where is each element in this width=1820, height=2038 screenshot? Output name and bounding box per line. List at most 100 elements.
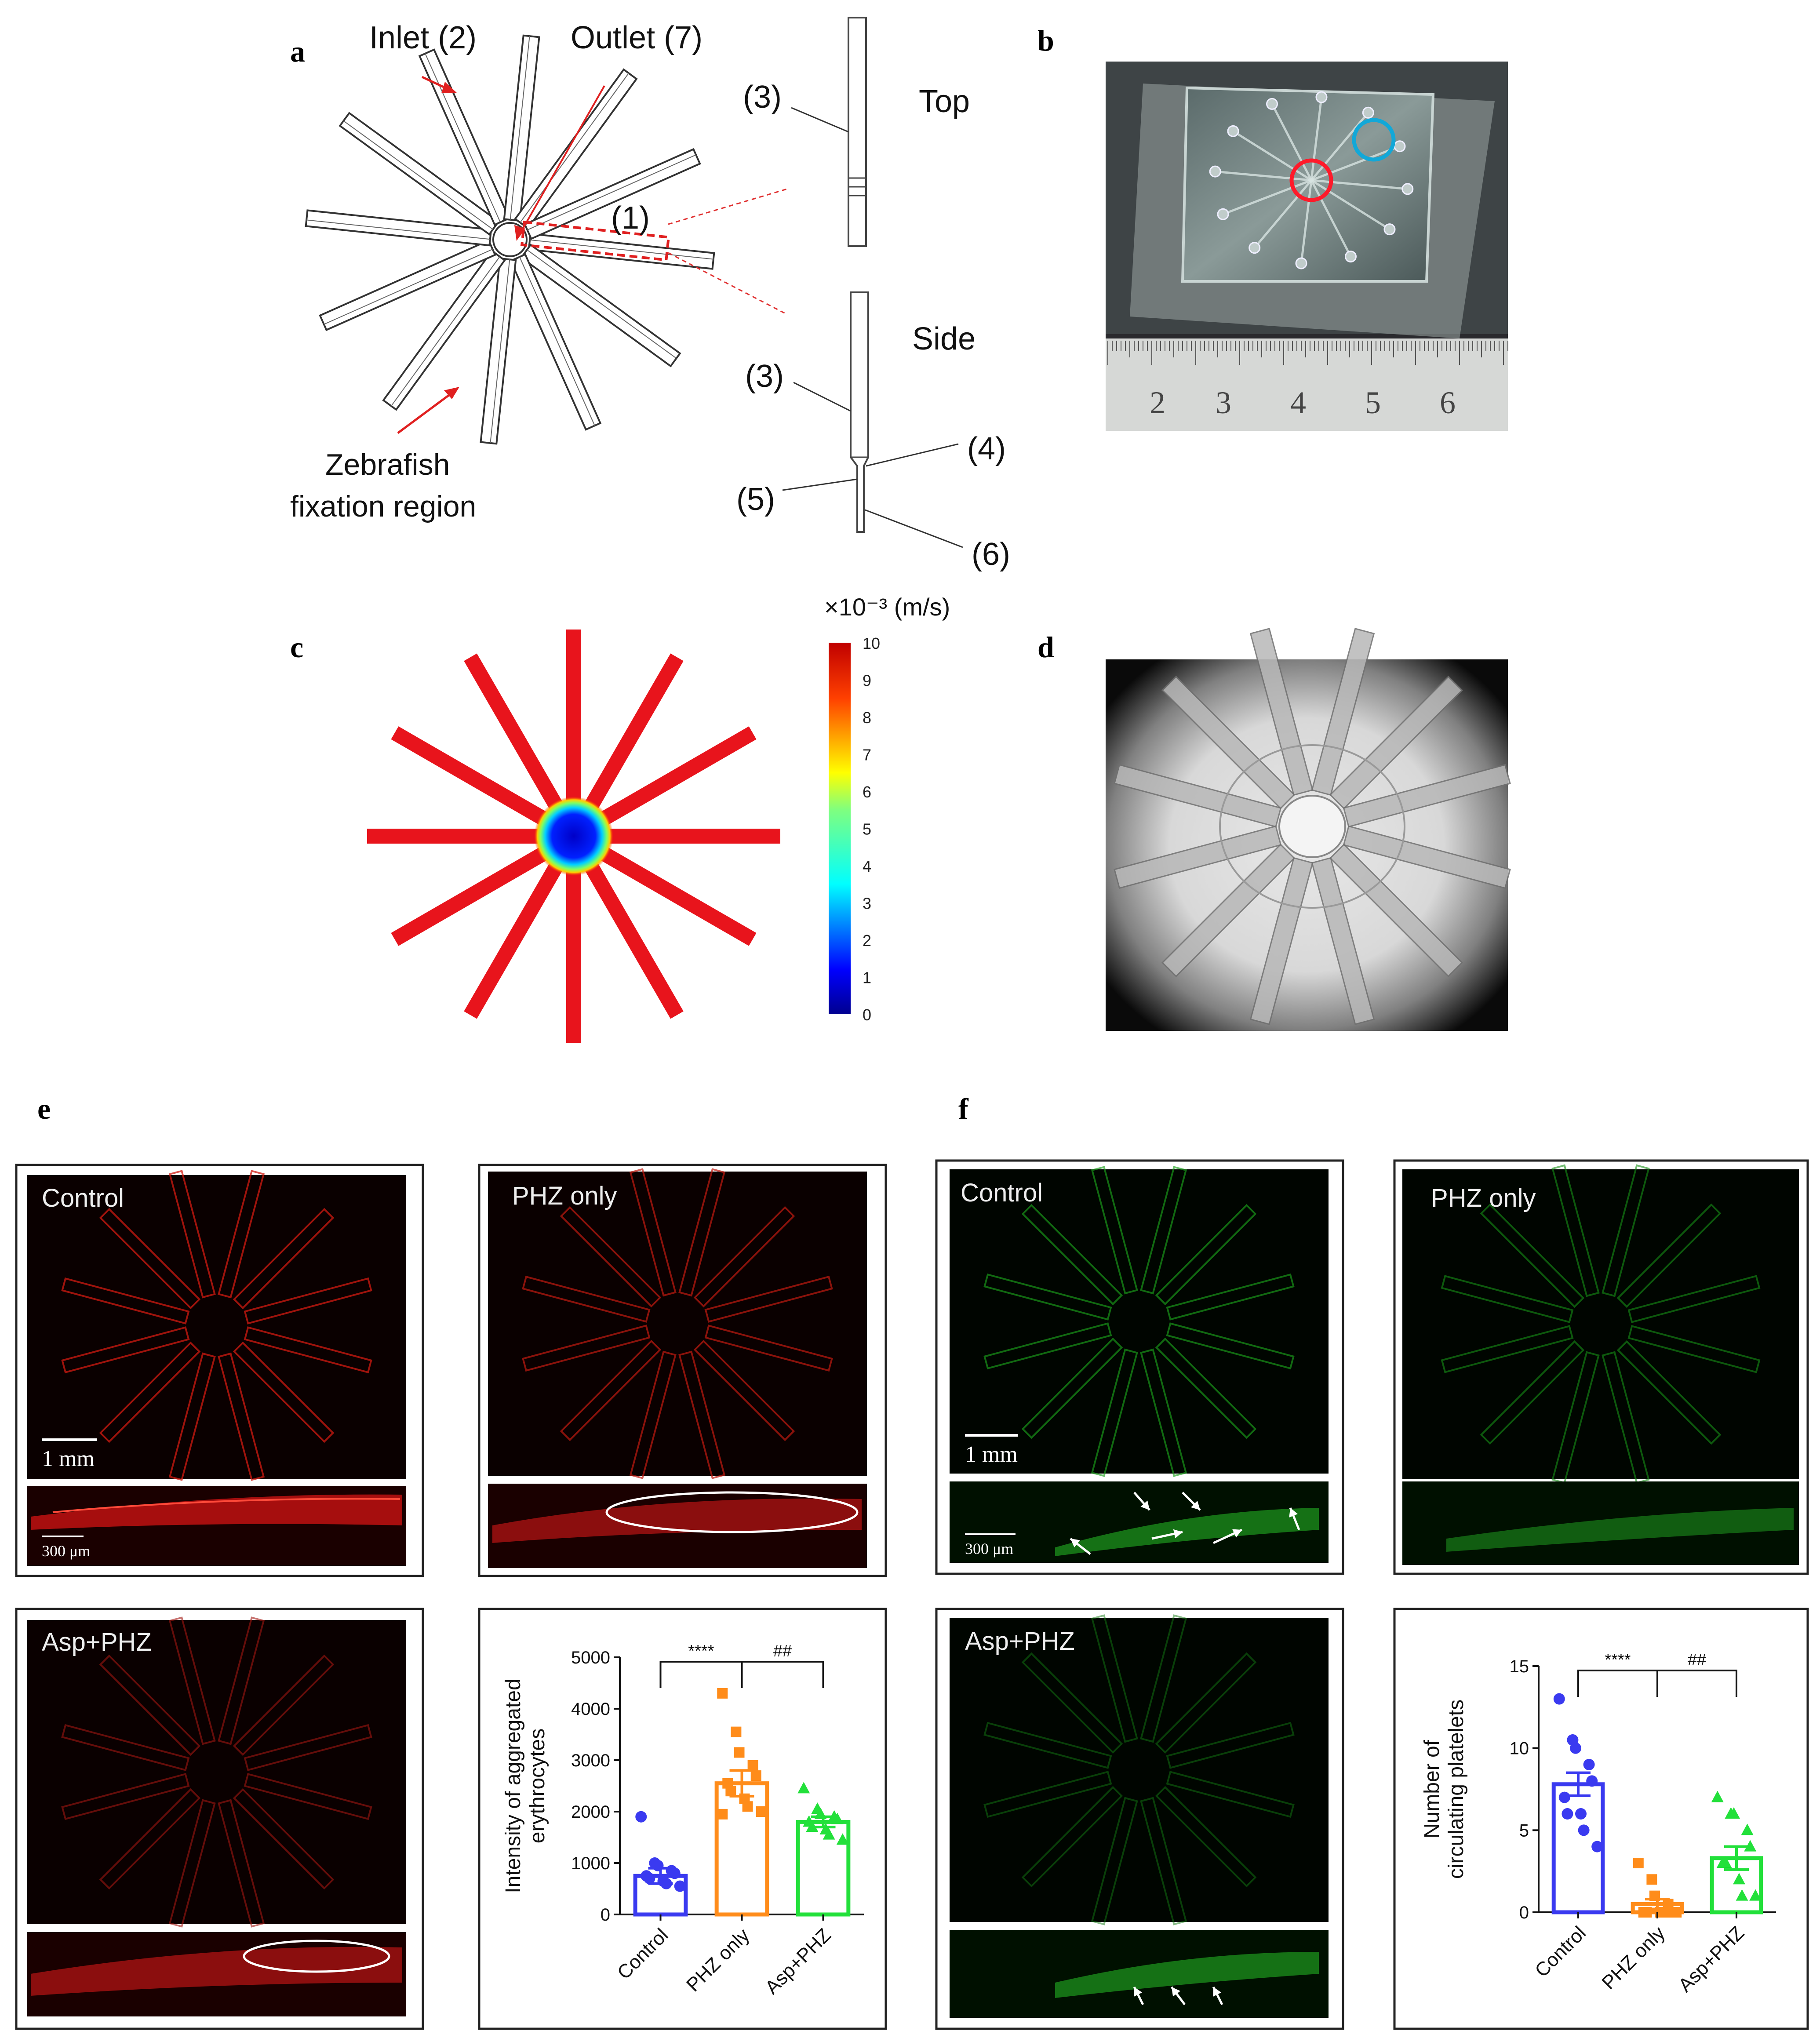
panel-letter-e: e [37,1092,51,1125]
data-point [1641,1907,1652,1918]
chip-channel [1311,179,1408,190]
fixation-region-label: fixation region [290,490,476,523]
e-phz-ellipse [605,1491,859,1533]
panel-letter-b: b [1037,24,1054,57]
colorbar-tick-label: 1 [863,969,871,987]
data-point [725,1786,736,1797]
brightfield-arm [1114,764,1282,828]
fluorescent-arm [233,1208,335,1310]
data-point [1733,1873,1745,1885]
significance-bracket [741,1661,824,1688]
chip-port [1249,242,1261,254]
fluorescent-arm [218,1170,265,1299]
schematic-arm-inner-line [530,239,713,260]
chip-channel [1310,179,1390,230]
fluorescent-arm [704,1275,833,1323]
e-asp-image [27,1620,406,1924]
e-phz-image [488,1172,867,1476]
panel-letter-f: f [958,1092,969,1125]
y-axis-label: Intensity of aggregated [502,1678,525,1893]
fluorescent-arm [704,1325,833,1372]
data-point [1671,1907,1682,1918]
fluorescent-arm [244,1326,372,1374]
chip-port [1315,91,1328,103]
e-scalebar-300um-label: 300 μm [42,1542,90,1560]
zebrafish-label: Zebrafish [325,448,450,481]
data-point [1646,1874,1657,1885]
f-phz-label: PHZ only [1431,1184,1536,1212]
schematic-arm [305,209,492,247]
schematic-arm-inner-line [306,219,490,240]
simulation-arm [566,863,581,1043]
data-point [1562,1808,1573,1820]
e-scalebar-1mm-label: 1 mm [42,1446,95,1471]
data-point [1728,1807,1740,1819]
side-view-leader-5 [782,478,858,491]
data-point [1657,1907,1668,1918]
f-asp-image [950,1618,1329,1922]
chip-port [1394,140,1406,153]
fluorescent-arm [99,1788,201,1890]
y-axis-label: erythrocytes [526,1729,549,1843]
fluorescent-arm [1140,1348,1187,1477]
e-phz-fish [492,1498,862,1543]
data-point [717,1688,728,1699]
simulation-arms [367,630,780,1043]
data-point [644,1873,655,1885]
chip-channels [1209,91,1414,269]
fluorescent-arm [678,1350,726,1479]
f-scalebar-300um-label: 300 μm [965,1540,1013,1558]
schematic-arm-inner-line [527,154,696,230]
channel-1-label: (1) [611,200,650,236]
schematic-arm [480,257,517,445]
fluorescent-arm [61,1277,190,1325]
zoom-line-top [668,188,787,225]
fluorescent-arm [1616,1203,1722,1308]
ruler-number-4: 4 [1290,385,1306,420]
side-view-channel [850,291,869,533]
fluorescent-arm [99,1341,201,1443]
white-arrowhead [1190,1500,1200,1510]
f-control-fish [1055,1508,1319,1556]
panel-b-photo: 2 3 4 5 6 [1106,62,1508,431]
fluorescent-arm [233,1341,335,1443]
fluorescent-arm [678,1168,726,1297]
ruler-number-2: 2 [1150,385,1165,420]
simulation-arm [367,829,547,844]
f-phz-arms [1441,1164,1761,1484]
ruler-number-6: 6 [1440,385,1456,420]
red-circle-marker [1289,158,1333,202]
f-asp-arms [983,1614,1295,1925]
fluorescent-arm [1021,1204,1123,1306]
schematic-arm-body [503,34,540,222]
fluorescent-arm [168,1799,216,1928]
colorbar-tick-label: 7 [863,746,871,764]
chip-channel [1223,179,1312,215]
y-tick-label: 1000 [571,1854,610,1873]
e-control-fish [31,1494,402,1530]
data-point [806,1820,819,1832]
fluorescent-arm [1091,1348,1138,1477]
white-arrowhead [1289,1508,1298,1518]
fluorescent-arm [244,1277,372,1325]
schematic-arm-inner-line [510,36,530,220]
fluorescent-arm [693,1339,795,1441]
brightfield-arm [1343,764,1511,828]
chip-port [1217,208,1229,220]
fluorescent-arm [1155,1652,1257,1754]
fixation-arrowhead [444,387,459,399]
brightfield-arm [1249,628,1314,796]
fluorescent-arm [1021,1652,1123,1754]
chip-port [1295,257,1307,269]
f-asp-zoom-arrows [1133,1986,1223,2005]
brightfield-arm [1249,857,1314,1025]
data-point [742,1801,753,1812]
e-asp-ellipse [243,1940,390,1973]
significance-label: ## [1688,1651,1706,1669]
y-tick-label: 10 [1510,1739,1529,1758]
chip-port [1401,183,1414,195]
data-point [1578,1824,1590,1836]
fluorescent-arm [233,1654,335,1756]
f-control-image [950,1169,1329,1474]
schematic-arm-body [382,250,506,411]
